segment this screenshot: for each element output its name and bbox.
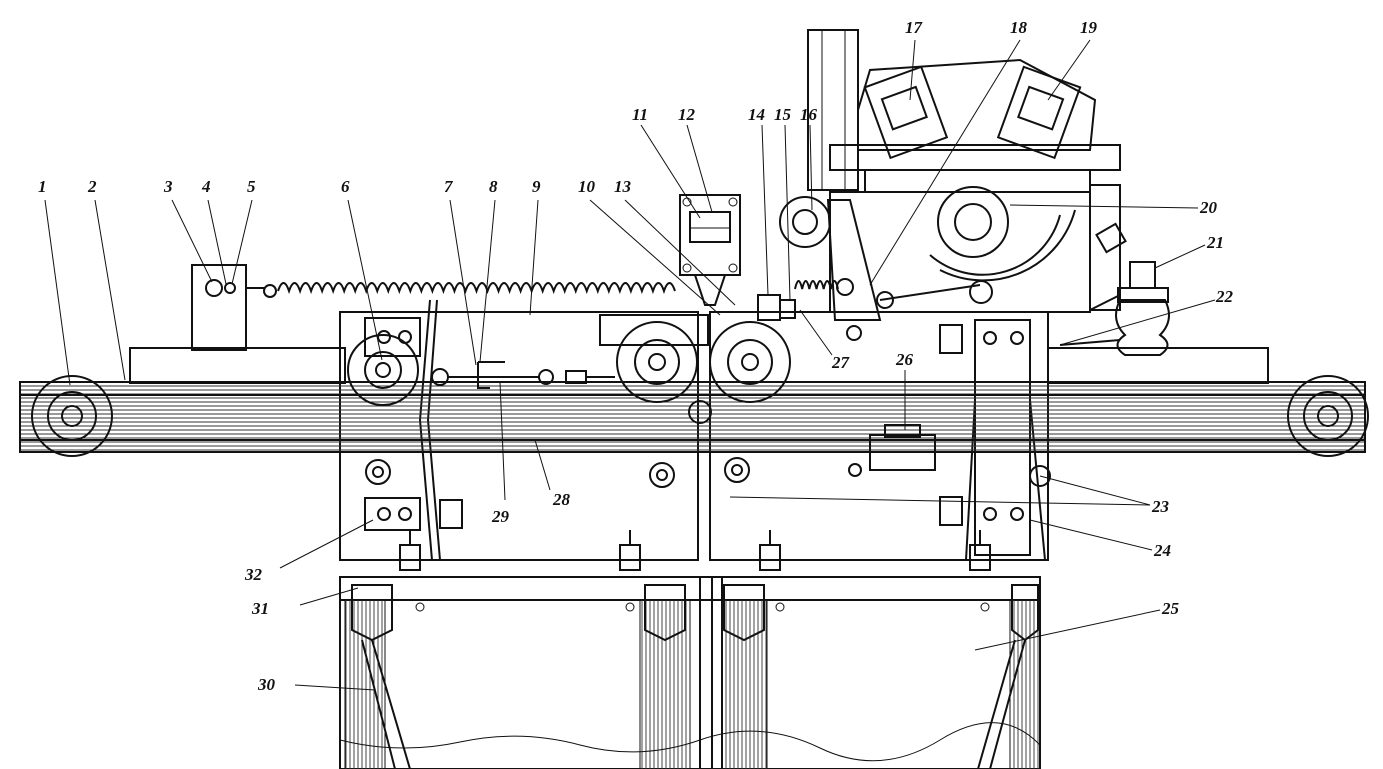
end-pulleys [31, 375, 1369, 457]
limit-switch-11-12 [679, 194, 741, 306]
callout-labels: 1 2 3 4 5 6 7 8 9 10 11 12 13 14 15 16 1… [38, 18, 1234, 694]
label-4: 4 [201, 177, 211, 196]
label-12: 12 [678, 105, 696, 124]
label-13: 13 [614, 177, 632, 196]
label-23: 23 [1151, 497, 1170, 516]
label-21: 21 [1206, 233, 1224, 252]
label-5: 5 [247, 177, 256, 196]
label-15: 15 [774, 105, 792, 124]
tension-spring [277, 282, 676, 295]
label-32: 32 [244, 565, 263, 584]
small-details [431, 278, 936, 471]
label-22: 22 [1215, 287, 1234, 306]
label-7: 7 [444, 177, 454, 196]
label-19: 19 [1080, 18, 1098, 37]
label-14: 14 [748, 105, 765, 124]
label-26: 26 [895, 350, 914, 369]
label-1: 1 [38, 177, 47, 196]
label-10: 10 [578, 177, 596, 196]
carriage-wheels [347, 314, 791, 424]
label-30: 30 [257, 675, 276, 694]
label-17: 17 [905, 18, 924, 37]
buffer-21-22 [1059, 261, 1170, 356]
support-frame [339, 576, 1041, 769]
drive-housing [779, 29, 1127, 321]
label-28: 28 [552, 490, 571, 509]
label-25: 25 [1161, 599, 1180, 618]
label-2: 2 [87, 177, 97, 196]
spring-anchor-block [191, 264, 277, 351]
label-18: 18 [1010, 18, 1028, 37]
label-11: 11 [632, 105, 648, 124]
label-29: 29 [491, 507, 510, 526]
label-9: 9 [532, 177, 541, 196]
leader-lines [44, 39, 1216, 691]
label-8: 8 [489, 177, 498, 196]
label-16: 16 [800, 105, 818, 124]
label-31: 31 [251, 599, 269, 618]
label-24: 24 [1153, 541, 1171, 560]
label-3: 3 [163, 177, 173, 196]
label-6: 6 [341, 177, 350, 196]
label-20: 20 [1199, 198, 1218, 217]
rail-beam [19, 347, 1366, 453]
label-27: 27 [831, 353, 851, 372]
